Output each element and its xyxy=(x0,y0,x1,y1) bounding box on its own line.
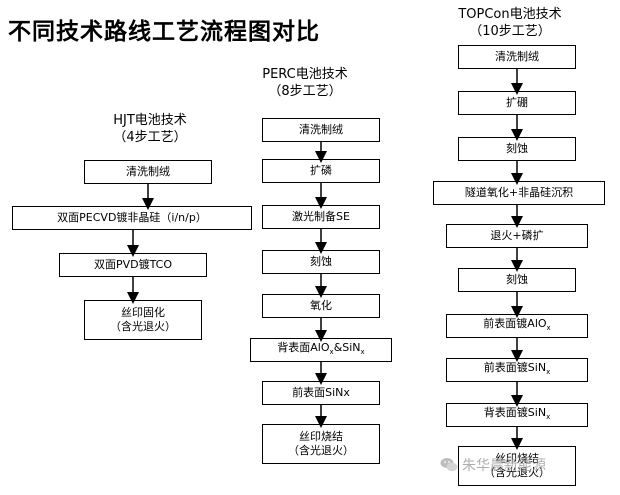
perc-step-8-line2: （含光退火） xyxy=(288,444,354,457)
hjt-step-2: 双面PECVD镀非晶硅（i/n/p） xyxy=(12,206,252,230)
wechat-icon xyxy=(440,458,458,472)
topcon-title: TOPCon电池技术 xyxy=(458,7,562,22)
hjt-step-1: 清洗制绒 xyxy=(84,160,212,184)
topcon-step-7: 前表面镀AlOx xyxy=(446,314,588,338)
topcon-step-5: 退火+磷扩 xyxy=(446,224,588,248)
topcon-step-3: 刻蚀 xyxy=(458,137,576,161)
topcon-step-8: 前表面镀SiNx xyxy=(446,358,588,382)
topcon-steps-label: （10步工艺） xyxy=(469,24,551,39)
perc-step-8: 丝印烧结 （含光退火） xyxy=(262,424,380,464)
hjt-step-4: 丝印固化 （含光退火） xyxy=(84,300,202,340)
topcon-step-6: 刻蚀 xyxy=(458,268,576,292)
perc-step-6: 背表面AlOx&SiNx xyxy=(250,338,392,362)
hjt-header: HJT电池技术 （4步工艺） xyxy=(60,112,240,146)
hjt-title: HJT电池技术 xyxy=(113,113,187,128)
topcon-step-2: 扩硼 xyxy=(458,91,576,115)
hjt-step-4-line2: （含光退火） xyxy=(110,320,176,333)
perc-step-7-text: 前表面SiNx xyxy=(292,386,350,399)
topcon-step-10-line1: 丝印烧结 xyxy=(495,452,539,465)
hjt-step-4-line1: 丝印固化 xyxy=(121,306,165,319)
page-title: 不同技术路线工艺流程图对比 xyxy=(8,19,320,45)
perc-step-8-line1: 丝印烧结 xyxy=(299,430,343,443)
topcon-step-1: 清洗制绒 xyxy=(458,45,576,69)
watermark-text: 朱华晨新能源 xyxy=(462,458,546,474)
perc-step-1: 清洗制绒 xyxy=(262,118,380,142)
topcon-step-10: 丝印烧结 （含光退火） xyxy=(458,446,576,486)
hjt-steps-label: （4步工艺） xyxy=(113,130,187,145)
perc-step-5: 氧化 xyxy=(262,294,380,318)
topcon-step-10-line2: （含光退火） xyxy=(484,466,550,479)
topcon-header: TOPCon电池技术 （10步工艺） xyxy=(440,6,580,40)
perc-steps-label: （8步工艺） xyxy=(268,84,342,99)
perc-title: PERC电池技术 xyxy=(262,67,348,82)
perc-header: PERC电池技术 （8步工艺） xyxy=(245,66,365,100)
